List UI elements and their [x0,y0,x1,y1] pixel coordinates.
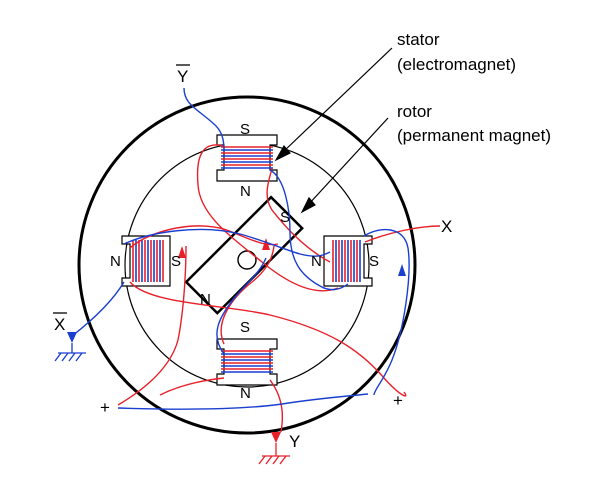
terminal-x-label: X [441,217,452,236]
red-wire-bottom-left [159,377,225,396]
ground-symbol-y [258,443,290,465]
pole-bottom-outer: N [240,385,251,402]
red-wire-bottom-center [220,245,275,345]
blue-wire-left-top [123,228,331,257]
rotor-pole-lower: N [200,291,211,308]
terminal-y-bar-label: Y [177,67,188,86]
pole-top-inner: N [240,183,251,200]
stator-coil-bottom [221,350,273,373]
red-wire-left-to-bottom [129,281,407,397]
stator-coil-top [221,146,273,169]
blue-wire-x-bar [71,281,125,337]
blue-wire-right [363,228,410,396]
red-wire-x [364,225,441,243]
blue-wire-bottom [216,257,267,355]
rotor-label: rotor [397,102,432,121]
pole-left-outer: N [110,253,121,270]
stator-coil-left [132,240,164,282]
blue-wire-plus-left [117,393,369,410]
terminal-x-bar-label: X [54,315,65,334]
ground-symbol-x-bar [54,343,86,362]
terminal-plus-left-label: + [100,398,110,417]
rotor-shaft [237,250,257,270]
red-arrowheads [178,238,281,443]
stator-leader [282,47,393,153]
pole-bottom-inner: S [240,319,250,336]
stator-label: stator [397,30,440,49]
red-wire-x-feed [266,167,331,263]
terminal-plus-right-label: + [393,391,403,410]
stator-pole-top [216,134,278,182]
red-wires [117,144,441,433]
blue-wires [71,87,410,410]
blue-wire-top-right [269,169,349,291]
rotor-pole-upper: S [280,209,290,226]
red-wire-y [269,379,284,433]
rotor-leader [307,117,389,206]
pole-right-outer: S [369,253,379,270]
rotor-sublabel: (permanent magnet) [397,126,551,145]
rotor-bar [184,195,304,315]
terminal-y-label: Y [289,432,300,451]
stator-sublabel: (electromagnet) [397,55,516,74]
blue-arrowheads [67,264,406,343]
stator-pole-bottom [216,338,278,386]
leader-lines [274,47,393,214]
stator-coil-right [332,240,361,282]
pole-right-inner: N [311,253,322,270]
pole-top-outer: S [240,121,250,138]
pole-left-inner: S [171,253,181,270]
red-wire-plus-left [117,245,187,406]
motor-housing-outer [77,95,417,435]
blue-wire-y-bar [183,87,225,151]
